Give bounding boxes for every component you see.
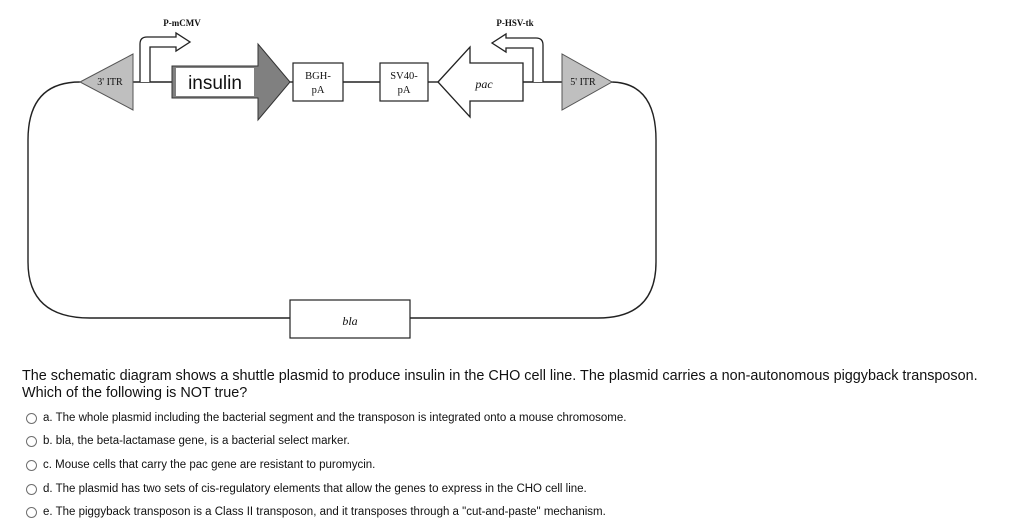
option-d-label[interactable]: d. The plasmid has two sets of cis-regul…	[43, 483, 587, 495]
bla-box	[289, 299, 411, 339]
p-hsv-tk-label: P-HSV-tk	[496, 18, 533, 28]
option-b[interactable]: b. bla, the beta-lactamase gene, is a ba…	[26, 435, 350, 447]
option-e[interactable]: e. The piggyback transposon is a Class I…	[26, 506, 606, 518]
radio-button-b[interactable]	[26, 435, 37, 447]
plasmid-backbone	[27, 81, 657, 319]
bgh-pa-label-line1: BGH-	[305, 71, 331, 82]
option-c-label[interactable]: c. Mouse cells that carry the pac gene a…	[43, 459, 376, 471]
bla-label: bla	[342, 314, 357, 328]
itr5-label: 5' ITR	[570, 77, 596, 88]
p-hsv-tk-promoter-arrow	[490, 32, 544, 82]
question-text: The schematic diagram shows a shuttle pl…	[22, 368, 978, 401]
radio-button-e[interactable]	[26, 506, 37, 518]
sv40-pa-label-line1: SV40-	[390, 71, 418, 82]
pac-arrow	[437, 45, 524, 119]
option-e-label[interactable]: e. The piggyback transposon is a Class I…	[43, 506, 606, 518]
itr3-label: 3' ITR	[97, 77, 123, 88]
pac-label: pac	[474, 77, 493, 91]
option-b-label[interactable]: b. bla, the beta-lactamase gene, is a ba…	[43, 435, 350, 447]
p-mcmv-label: P-mCMV	[163, 18, 201, 28]
bgh-pa-label-line2: pA	[312, 85, 325, 96]
option-c[interactable]: c. Mouse cells that carry the pac gene a…	[26, 459, 375, 471]
plasmid-diagram: 3' ITR 5' ITR P-mCMV insulin BGH- pA SV4…	[27, 18, 657, 339]
sv40-pa-box	[379, 62, 429, 102]
insulin-label-box	[176, 68, 254, 96]
p-mcmv-promoter-arrow	[139, 31, 192, 82]
option-a[interactable]: a. The whole plasmid including the bacte…	[26, 412, 626, 424]
option-a-label[interactable]: a. The whole plasmid including the bacte…	[43, 412, 627, 424]
insulin-label: insulin	[188, 73, 242, 94]
radio-button-c[interactable]	[26, 459, 37, 471]
itr5-triangle	[561, 53, 614, 111]
itr3-triangle	[78, 53, 134, 111]
sv40-pa-label-line2: pA	[398, 85, 411, 96]
bgh-pa-box	[292, 62, 344, 102]
radio-button-d[interactable]	[26, 483, 37, 495]
option-d[interactable]: d. The plasmid has two sets of cis-regul…	[26, 483, 587, 495]
radio-button-a[interactable]	[26, 412, 37, 424]
